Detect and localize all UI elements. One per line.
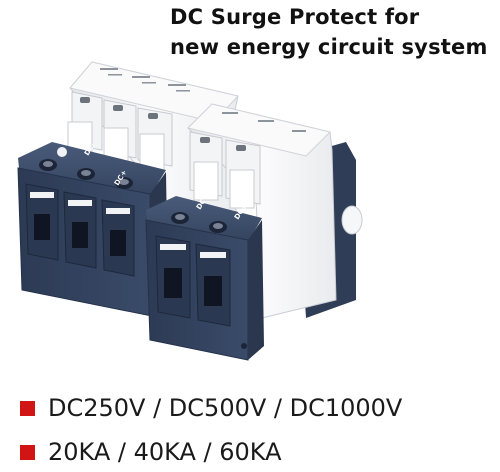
spec-voltage: DC250V / DC500V / DC1000V	[20, 394, 402, 422]
status-indicator-icon	[57, 147, 67, 157]
right-base-top	[146, 196, 262, 242]
headline: DC Surge Protect for new energy circuit …	[170, 2, 495, 62]
headline-line-1: DC Surge Protect for	[170, 5, 420, 29]
spec-current-text: 20KA / 40KA / 60KA	[48, 438, 282, 466]
right-unit: DC- DC+	[145, 103, 363, 361]
red-square-bullet-icon	[20, 444, 35, 460]
surge-protector-image: DC- DC+	[17, 61, 363, 361]
right-base-side	[248, 220, 264, 360]
spec-voltage-text: DC250V / DC500V / DC1000V	[48, 394, 403, 422]
spec-current: 20KA / 40KA / 60KA	[20, 438, 282, 466]
red-square-bullet-icon	[20, 400, 35, 416]
left-module-top	[69, 61, 239, 123]
headline-line-2: new energy circuit system	[170, 35, 488, 59]
right-module-top	[187, 103, 331, 157]
